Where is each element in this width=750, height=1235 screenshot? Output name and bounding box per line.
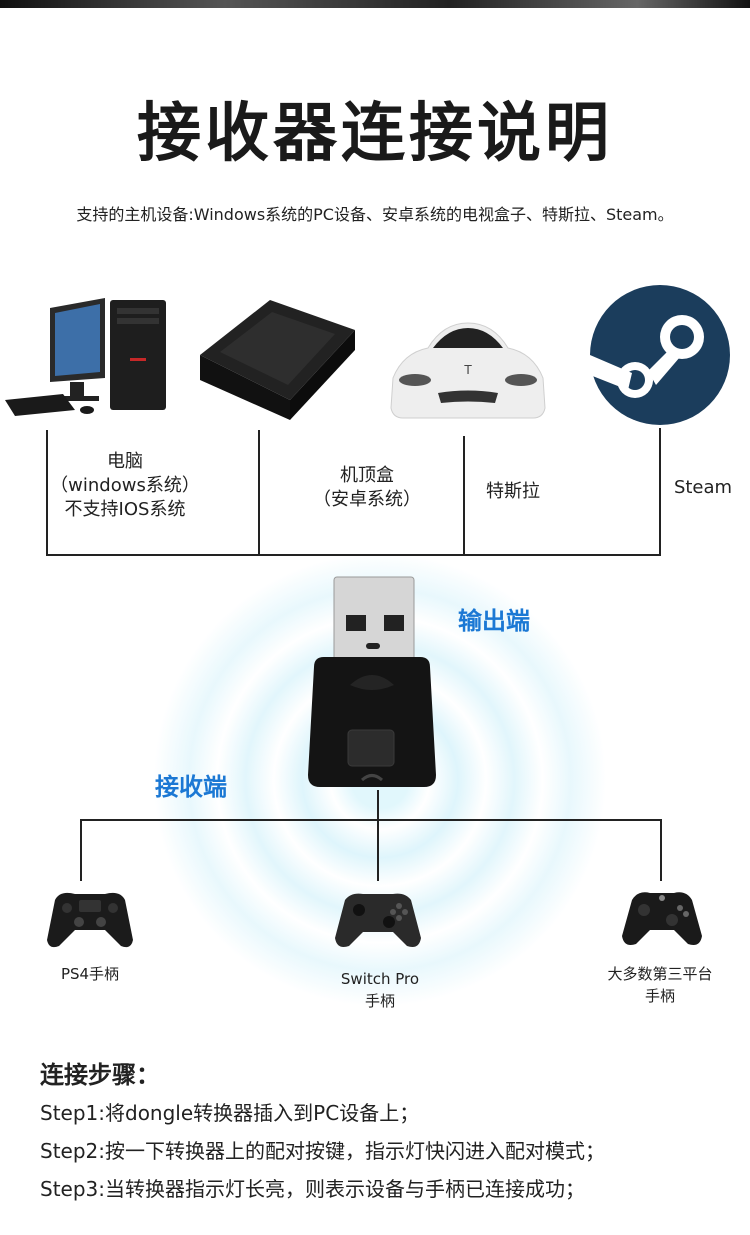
step-3: Step3:当转换器指示灯长亮，则表示设备与手柄已连接成功； [40, 1177, 585, 1201]
connector-line [258, 430, 260, 556]
steps-title: 连接步骤： [40, 1061, 160, 1089]
connector-line [80, 819, 662, 821]
connector-line [377, 790, 379, 820]
third-party-controller-label: 大多数第三平台 手柄 [607, 965, 713, 1005]
switch-pro-controller-label: Switch Pro 手柄 [340, 970, 420, 1010]
ps4-controller-label: PS4手柄 [60, 965, 120, 983]
usb-dongle-image [308, 576, 436, 787]
third-party-controller-image [622, 892, 702, 945]
page-title: 接收器连接说明 [137, 97, 613, 171]
ps4-controller-image [47, 892, 133, 948]
connector-line [46, 554, 661, 556]
output-end-label: 输出端 [458, 607, 530, 635]
tv-box-label: 机顶盒 （安卓系统） [313, 465, 421, 510]
tv-box-image [200, 300, 355, 420]
input-end-label: 接收端 [155, 773, 227, 801]
connector-line [80, 819, 82, 881]
pc-computer-image [5, 298, 166, 416]
step-2: Step2:按一下转换器上的配对按键，指示灯快闪进入配对模式； [40, 1139, 605, 1163]
connector-line [46, 430, 48, 556]
svg-text:T: T [463, 363, 472, 377]
steam-label: Steam [673, 477, 733, 498]
pc-label: 电脑 （windows系统） 不支持IOS系统 [50, 451, 200, 520]
step-1: Step1:将dongle转换器插入到PC设备上； [40, 1101, 420, 1125]
top-banner-strip [0, 0, 750, 8]
connector-line [463, 436, 465, 556]
switch-pro-controller-image [335, 893, 421, 947]
connector-line [660, 819, 662, 881]
steam-logo-icon [590, 285, 730, 425]
connector-line [377, 819, 379, 881]
supported-devices-text: 支持的主机设备:Windows系统的PC设备、安卓系统的电视盒子、特斯拉、Ste… [76, 205, 674, 224]
connector-line [659, 428, 661, 556]
tesla-label: 特斯拉 [486, 481, 540, 502]
tesla-car-image: T [390, 322, 546, 419]
